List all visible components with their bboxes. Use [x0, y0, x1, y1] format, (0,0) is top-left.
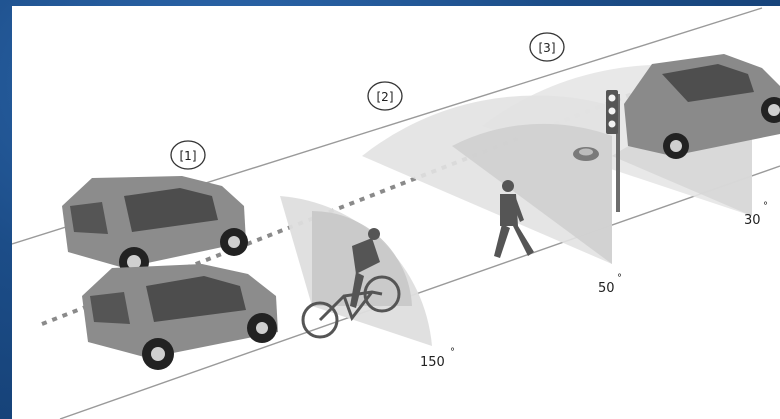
- marker-2: [2]: [368, 82, 402, 110]
- sensor-range-illustration: [1] [2] [3] 150 ° 50 ° 30 °: [12, 6, 780, 419]
- car-front-upper: [62, 176, 248, 277]
- angle-label-150: 150: [420, 355, 445, 370]
- svg-text:[3]: [3]: [539, 41, 556, 55]
- angle-label-30-degree: °: [763, 201, 768, 212]
- car-front-lower: [82, 264, 278, 370]
- angle-label-50: 50: [598, 281, 615, 296]
- svg-text:[1]: [1]: [180, 149, 197, 163]
- angle-label-30: 30: [744, 213, 761, 228]
- angle-label-50-degree: °: [617, 273, 622, 284]
- illustration-panel: [1] [2] [3] 150 ° 50 ° 30 °: [12, 6, 780, 419]
- marker-3: [3]: [530, 33, 564, 61]
- svg-text:[2]: [2]: [377, 90, 394, 104]
- marker-1: [1]: [171, 141, 205, 169]
- tire-obstacle: [573, 147, 599, 161]
- angle-label-150-degree: °: [450, 347, 455, 358]
